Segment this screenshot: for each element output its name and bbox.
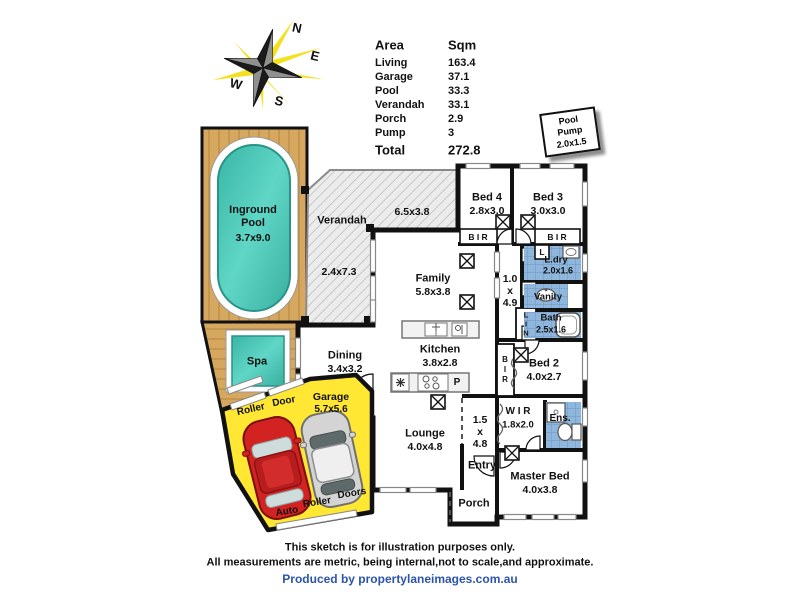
pool-pump-label: Pool Pump 2.0x1.5 [555, 113, 588, 150]
garage-area [219, 372, 375, 533]
kitchen-island-bench [390, 372, 470, 393]
spa [225, 329, 291, 393]
roller-door-top-2 [267, 377, 305, 397]
verandah-post [366, 224, 374, 232]
toilet-bowl [557, 422, 573, 442]
bir-bed4-box [459, 228, 498, 245]
laundry-sink [562, 245, 580, 259]
toilet-tank [571, 423, 582, 441]
pool-pump-box: Pool Pump 2.0x1.5 [539, 106, 601, 158]
laundry-trough [534, 244, 550, 260]
bathtub [555, 312, 581, 338]
windows [294, 162, 589, 521]
roller-door-bottom [275, 509, 358, 531]
roller-door-top-1 [229, 391, 267, 411]
verandah-post [301, 186, 309, 194]
compass-star [224, 29, 302, 107]
verandah-post [364, 316, 372, 324]
dashed-openings [449, 398, 463, 522]
inground-pool [209, 136, 299, 320]
verandah-post [301, 316, 309, 324]
deck-door [226, 375, 264, 395]
bir-bed2-box [496, 343, 515, 397]
red-car [242, 416, 312, 520]
bir-bed3-box [534, 228, 581, 245]
wet-areas [524, 244, 582, 448]
wir-rail [496, 403, 504, 445]
silver-car [299, 410, 364, 508]
shower [546, 402, 566, 423]
kitchen-bench-top [401, 320, 480, 339]
compass-rose [212, 19, 325, 110]
